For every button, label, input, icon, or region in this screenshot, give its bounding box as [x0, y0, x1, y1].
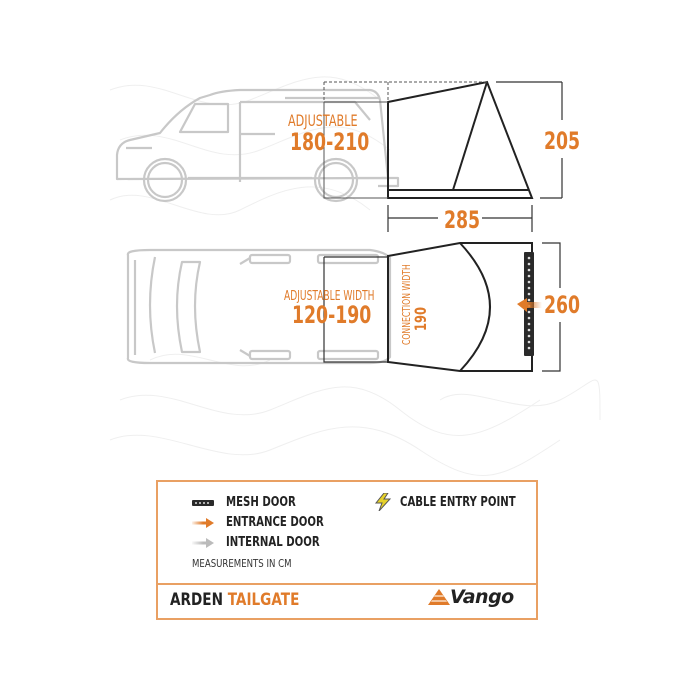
- cable-entry-label: CABLE ENTRY POINT: [400, 494, 516, 510]
- legend-item-entrance-door: ENTRANCE DOOR: [192, 515, 351, 530]
- legend-item-internal-door: INTERNAL DOOR: [192, 535, 346, 550]
- width-dimension-line: [542, 242, 561, 372]
- topographic-background: [109, 76, 601, 476]
- lightning-bolt-icon: [374, 493, 392, 511]
- product-name: ARDEN TAILGATE: [170, 590, 299, 610]
- units-note-row: MEASUREMENTS IN CM: [192, 557, 320, 570]
- height-value: 205: [544, 127, 581, 155]
- van-side-view: [115, 88, 400, 203]
- product-name-part2: TAILGATE: [227, 590, 300, 610]
- internal-door-arrow-icon: [192, 537, 214, 548]
- internal-door-label: INTERNAL DOOR: [226, 535, 320, 550]
- vango-logo: Vango: [428, 586, 514, 608]
- entrance-door-arrow-icon: [517, 298, 542, 312]
- awning-top-view: [387, 242, 533, 372]
- vango-triangle-icon: [428, 589, 450, 605]
- adjustable-width-value: 120-190: [292, 301, 372, 329]
- entrance-door-arrow-icon: [192, 517, 214, 528]
- legend-item-cable-entry: CABLE ENTRY POINT: [374, 493, 548, 511]
- length-dimension-line: [387, 205, 533, 232]
- mesh-door-icon: [192, 499, 214, 506]
- length-value: 285: [444, 206, 481, 234]
- adjustable-frame: [323, 101, 388, 199]
- entrance-door-label: ENTRANCE DOOR: [226, 515, 324, 530]
- adjustable-width-frame: [323, 256, 388, 363]
- adjustable-label: ADJUSTABLE: [288, 111, 358, 130]
- adjustable-width-label: ADJUSTABLE WIDTH: [284, 289, 375, 304]
- brand-name: Vango: [450, 586, 514, 608]
- connection-width-group: CONNECTION WIDTH 190: [400, 230, 432, 345]
- mesh-door-label: MESH DOOR: [226, 495, 296, 510]
- connection-width-value: 190: [411, 306, 430, 331]
- awning-side-view: [387, 80, 534, 199]
- product-name-part1: ARDEN: [170, 590, 223, 610]
- van-top-view: [126, 248, 392, 365]
- units-note: MEASUREMENTS IN CM: [192, 557, 292, 570]
- legend-box: MESH DOOR ENTRANCE DOOR INTERNAL DOOR ME…: [156, 480, 538, 620]
- adjustable-range-value: 180-210: [290, 128, 370, 156]
- height-dimension-line: [496, 81, 563, 199]
- legend-divider: [158, 583, 536, 585]
- legend-item-mesh-door: MESH DOOR: [192, 495, 316, 510]
- width-value: 260: [544, 291, 581, 319]
- adjustable-height-guide: [323, 81, 487, 102]
